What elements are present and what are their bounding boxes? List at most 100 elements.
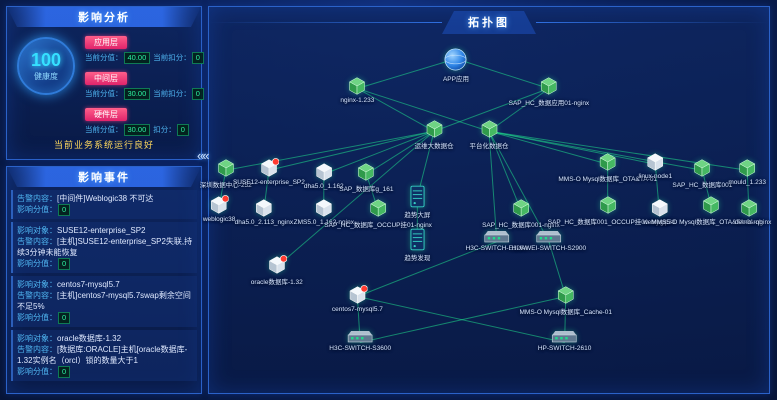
host-cube-icon — [356, 162, 376, 182]
topology-node-e3[interactable]: ZMS5.0_1.162-nginx — [294, 198, 354, 226]
topology-canvas[interactable]: APP应用 nginx-1.233 SAP_HC_数据应用01-nginx 运维大数据… — [200, 7, 771, 393]
event-field-value: centos7-mysql5.7 — [57, 280, 120, 290]
topology-edge — [357, 58, 457, 89]
topology-node-e6[interactable]: SAP_HC_数据库001_OCCUP挂01-mysql — [548, 195, 668, 226]
collapse-sidebar-button[interactable]: «« — [197, 148, 210, 163]
topology-node-sw1[interactable]: H3C-SWITCH-E126A — [466, 230, 528, 252]
topology-node-label: 趋势发现 — [404, 254, 431, 262]
topology-node-d2[interactable]: SUSE12-enterprise_SP2 — [233, 158, 305, 186]
topology-node-label: 平台化数据仓 — [469, 143, 509, 151]
topology-node-e9[interactable]: demo-rqb — [735, 198, 763, 226]
alarmed-host-cube-icon — [347, 284, 368, 305]
topology-edge — [357, 88, 490, 132]
layer-badge[interactable]: 应用层 — [85, 36, 127, 49]
topology-node-srv1[interactable]: 趋势大屏 — [404, 185, 430, 219]
event-line: 告警内容：[数据库:ORACLE]主机[oracle数据库-1.32实例名（or… — [17, 344, 193, 366]
score-value: 40.00 — [123, 52, 151, 64]
topology-node-b2[interactable]: SAP_HC_数据应用01-nginx — [509, 76, 589, 107]
health-score: 100 — [30, 49, 62, 70]
event-field-key: 影响对象： — [17, 280, 57, 290]
event-line: 告警内容：[主机]SUSE12-enterprise_SP2失联,持续3分钟未能… — [17, 236, 193, 258]
topology-node-a[interactable]: APP应用 — [443, 47, 469, 83]
topology-node-e7[interactable]: weblogic38 — [643, 198, 676, 226]
topology-node-label: weblogic38 — [642, 219, 676, 227]
topology-edge — [357, 241, 498, 297]
topology-node-label: SAP_数据库g_161 — [339, 186, 394, 194]
topology-node-e2[interactable]: dha5.0_2.113_nginx — [235, 198, 293, 226]
event-line: 影响分值：0 — [17, 204, 193, 217]
host-cube-icon — [511, 198, 531, 218]
topology-node-cen[interactable]: centos7-mysql5.7 — [332, 284, 383, 313]
topology-node-e8[interactable]: MMS5-O Mysql数据库_OTA&TA-01-nginx — [651, 195, 771, 226]
topology-edges — [218, 58, 750, 343]
layer-badge[interactable]: 中间层 — [85, 72, 127, 85]
event-field-key: 影响分值： — [17, 367, 57, 377]
topology-edge — [433, 88, 550, 132]
event-field-value: [主机]centos7-mysql5.7swap剩余空间不足5% — [17, 291, 191, 312]
host-cube-icon — [556, 285, 576, 305]
topology-node-d5[interactable]: MMS-O Mysql数据库_OTA&TA-01 — [558, 152, 657, 183]
host-cube-icon — [739, 198, 759, 218]
topology-node-label: weblogic38 — [202, 215, 236, 223]
topology-node-label: 运维大数据仓 — [414, 143, 454, 151]
host-cube-icon — [368, 198, 388, 218]
score-key: 当前分值： — [85, 53, 123, 62]
alarmed-host-cube-icon — [259, 158, 280, 178]
topology-node-d1[interactable]: 深圳数据中心-252 — [200, 158, 252, 189]
host-cube-icon — [598, 195, 618, 215]
topology-node-d4[interactable]: SAP_数据库g_161 — [339, 162, 393, 193]
topology-node-c1[interactable]: 运维大数据仓 — [415, 119, 454, 150]
event-line: 影响分值：0 — [17, 312, 193, 325]
event-line: 告警内容：[中间件]Weblogic38 不可达 — [17, 193, 193, 204]
topology-edge — [488, 130, 608, 165]
topology-node-d3[interactable]: dha5.0_1.162 — [304, 162, 344, 190]
event-item[interactable]: 告警内容：[中间件]Weblogic38 不可达影响分值：0 — [11, 190, 197, 220]
topology-edge — [225, 130, 435, 171]
server-rack-icon — [410, 228, 425, 251]
topology-node-e1[interactable]: weblogic38 — [202, 195, 236, 223]
topology-node-label: HP-SWITCH-2610 — [537, 345, 592, 353]
chevron-left-icon: « — [197, 148, 204, 163]
topology-node-e4[interactable]: SAP_HC_数据库_OCCUP挂01-nginx — [324, 198, 432, 229]
topology-node-sw3[interactable]: H3C-SWITCH-S3600 — [329, 330, 391, 352]
topology-node-sw4[interactable]: HP-SWITCH-2610 — [538, 330, 591, 352]
topology-node-sw2[interactable]: HUAWEI-SWITCH-S2900 — [512, 230, 586, 252]
deduct-value: 0 — [191, 88, 204, 100]
deduct-key: 当前扣分： — [153, 89, 191, 98]
event-field-value: [数据库:ORACLE]主机[oracle数据库-1.32实例名（orcl）锁的… — [17, 345, 188, 366]
event-field-key: 影响分值： — [17, 259, 57, 269]
topology-node-label: mould_1.233 — [728, 179, 766, 187]
topology-node-d7[interactable]: SAP_HC_数据库001 — [672, 158, 732, 189]
topology-node-d6[interactable]: linux-node1 — [639, 152, 672, 180]
topology-node-label: MMS-O Mysql数据库_OTA&TA-01 — [558, 176, 658, 184]
alarmed-host-cube-icon — [267, 254, 288, 275]
host-cube-icon — [314, 198, 334, 218]
score-key: 当前分值： — [85, 89, 123, 98]
topology-edge — [488, 131, 550, 242]
event-line: 影响分值：0 — [17, 366, 193, 379]
topology-node-b1[interactable]: nginx-1.233 — [340, 76, 374, 104]
topology-node-srv2[interactable]: 趋势发现 — [404, 228, 430, 262]
topology-node-cache[interactable]: MMS-O Mysql数据库_Cache-01 — [519, 285, 612, 316]
layer-badge[interactable]: 硬件层 — [85, 108, 127, 121]
score-key: 当前分值： — [85, 125, 123, 134]
topology-node-d8[interactable]: mould_1.233 — [728, 158, 766, 186]
topology-node-e5[interactable]: SAP_HC_数据库001-nginx — [482, 198, 560, 229]
deduct-key: 当前扣分： — [153, 53, 191, 62]
topology-node-c2[interactable]: 平台化数据仓 — [470, 119, 509, 150]
host-cube-icon — [424, 119, 444, 139]
topology-node-ora[interactable]: oracle数据库-1.32 — [251, 254, 303, 286]
chevron-left-icon: « — [202, 148, 209, 163]
